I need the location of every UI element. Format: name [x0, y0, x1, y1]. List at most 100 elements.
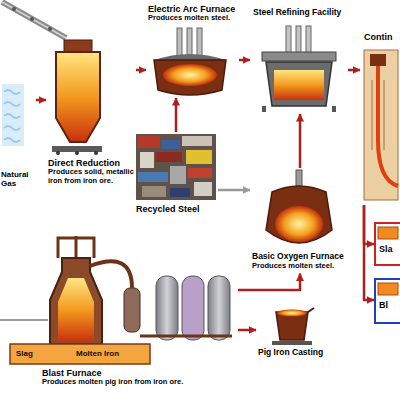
process-unit: Direct ReductionProduces solid, metallic…: [46, 36, 136, 189]
blast-furnace: [0, 236, 232, 364]
unit-title: Bl: [379, 300, 400, 310]
process-unit: Contin: [360, 30, 400, 205]
pig-iron-ladle: [272, 308, 314, 345]
flow-arrow: [136, 69, 146, 72]
basic-oxygen-furnace: [266, 170, 332, 243]
unit-title: Sla: [379, 244, 400, 254]
guide-roll: [372, 80, 384, 150]
dust-catcher: [124, 288, 140, 332]
scrap-piece: [194, 182, 212, 196]
input-material: Recycled Steel: [134, 132, 218, 217]
flow-arrow: [299, 114, 302, 168]
scrap-piece: [188, 168, 212, 178]
roller: [75, 151, 79, 155]
scrap-piece: [162, 140, 180, 149]
product-box: Bl: [374, 278, 400, 324]
stand-leg: [262, 106, 266, 112]
billet-shape: [378, 283, 398, 295]
hearth-tap: [10, 344, 150, 364]
conveyor-belt: [2, 2, 66, 38]
process-unit: Basic Oxygen FurnaceProduces molten stee…: [250, 168, 348, 273]
unit-title: Recycled Steel: [136, 204, 216, 214]
scrap-piece: [186, 150, 212, 164]
scrap-photo: [136, 134, 216, 200]
flow-arrow: [218, 189, 250, 192]
molten-steel: [274, 70, 324, 100]
unit-title: Blast Furnace: [42, 368, 236, 378]
flow-arrow: [238, 273, 300, 290]
gas-cloud: [2, 84, 24, 146]
furnace-stack: [50, 258, 102, 344]
ladle-refining: [262, 26, 336, 112]
scrap-piece: [138, 136, 160, 148]
furnace-burden: [58, 278, 94, 342]
scrap-ground: [136, 134, 216, 200]
shaft-body: [56, 52, 100, 142]
continuous-caster: [364, 50, 398, 200]
conveyor-belt: [2, 2, 66, 38]
gas-wave: [4, 90, 20, 142]
product-box: Sla: [374, 222, 400, 266]
flow-arrow: [238, 329, 256, 332]
unit-title: Pig Iron Casting: [258, 348, 334, 358]
part-label: Slag: [16, 350, 33, 359]
flow-arrow: [364, 205, 374, 244]
scrap-piece: [138, 172, 168, 182]
unit-title: Electric Arc Furnace: [148, 4, 237, 14]
unit-title: Natural Gas: [1, 170, 35, 188]
gas-pipe: [90, 261, 132, 288]
unit-title: Contin: [364, 32, 400, 42]
stand-leg: [332, 106, 336, 112]
hot-stove: [156, 276, 178, 340]
scrap-piece: [156, 152, 182, 162]
tundish: [370, 54, 386, 66]
process-unit: Pig Iron Casting: [256, 304, 336, 361]
ladle-lid: [262, 52, 336, 61]
hot-stove: [208, 276, 230, 340]
unit-title: Steel Refining Facility: [253, 8, 345, 18]
hot-stove: [182, 276, 204, 340]
ladle-body: [266, 62, 332, 106]
flow-arrow: [364, 205, 374, 300]
gas-icon: [2, 84, 24, 146]
electric-arc-furnace: [154, 28, 226, 95]
scrap-piece: [142, 186, 166, 197]
ladle-spout: [308, 308, 314, 312]
scrap-piece: [182, 136, 212, 146]
flow-arrow: [239, 59, 250, 62]
steel-strand: [378, 66, 398, 186]
roller: [30, 17, 34, 21]
shaft-top: [64, 40, 92, 52]
roller: [12, 7, 16, 11]
molten-bath: [275, 206, 323, 242]
ore-conveyor: [2, 2, 66, 38]
slab-shape: [378, 227, 398, 239]
unit-title: Basic Oxygen Furnace: [252, 252, 346, 262]
flow-arrow: [348, 69, 360, 72]
furnace-shell: [154, 60, 226, 95]
feed-line: [0, 319, 48, 321]
direct-reduction-shaft: [52, 40, 102, 155]
scrap-piece: [170, 166, 186, 184]
caster-frame: [364, 50, 398, 200]
blast-main: [140, 335, 232, 338]
roller: [48, 27, 52, 31]
process-unit: Blast FurnaceProduces molten pig iron fr…: [2, 256, 238, 390]
molten-iron: [277, 310, 307, 317]
unit-title: Direct Reduction: [48, 158, 134, 168]
process-unit: Electric Arc FurnaceProduces molten stee…: [146, 2, 239, 98]
part-label: Molten Iron: [76, 350, 119, 359]
process-unit: Steel Refining Facility: [250, 6, 348, 114]
unit-description: Produces molten steel.: [148, 14, 237, 23]
molten-bath: [163, 64, 217, 86]
unit-description: Produces solid, metallic iron from iron …: [48, 168, 134, 185]
unit-description: Produces molten steel.: [252, 262, 346, 271]
flow-arrow: [36, 99, 46, 102]
gas-source: Natural Gas: [0, 80, 36, 191]
casting-base: [272, 341, 312, 345]
scrap-piece: [140, 152, 154, 168]
roller: [56, 151, 60, 155]
converter-shell: [266, 186, 332, 243]
